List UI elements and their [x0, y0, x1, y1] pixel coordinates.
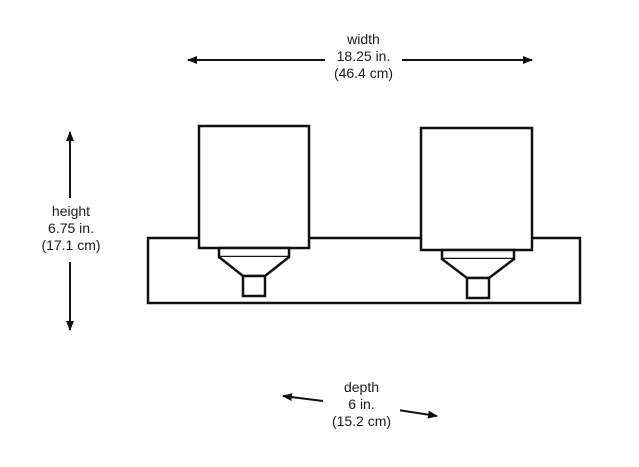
height-label: height 6.75 in. (17.1 cm) [34, 203, 108, 254]
width-label-imperial: 18.25 in. [336, 48, 391, 64]
width-label-metric: (46.4 cm) [333, 65, 394, 81]
height-label-metric: (17.1 cm) [41, 237, 101, 253]
left-socket-cup [217, 246, 291, 259]
right-socket-stem [465, 276, 491, 300]
depth-label-name: depth [343, 379, 380, 395]
height-label-name: height [51, 203, 91, 219]
width-label: width 18.25 in. (46.4 cm) [325, 31, 402, 82]
depth-label-metric: (15.2 cm) [331, 413, 392, 429]
depth-label: depth 6 in. (15.2 cm) [323, 379, 400, 430]
width-label-name: width [347, 31, 380, 47]
left-lamp [197, 124, 311, 298]
depth-arrow [282, 393, 438, 419]
right-lamp [419, 126, 534, 300]
height-label-imperial: 6.75 in. [48, 220, 94, 236]
left-glass-shade [197, 124, 311, 250]
right-glass-shade [419, 126, 534, 252]
left-socket-stem [241, 274, 267, 298]
right-socket-cup [440, 248, 516, 261]
depth-label-imperial: 6 in. [348, 396, 375, 412]
